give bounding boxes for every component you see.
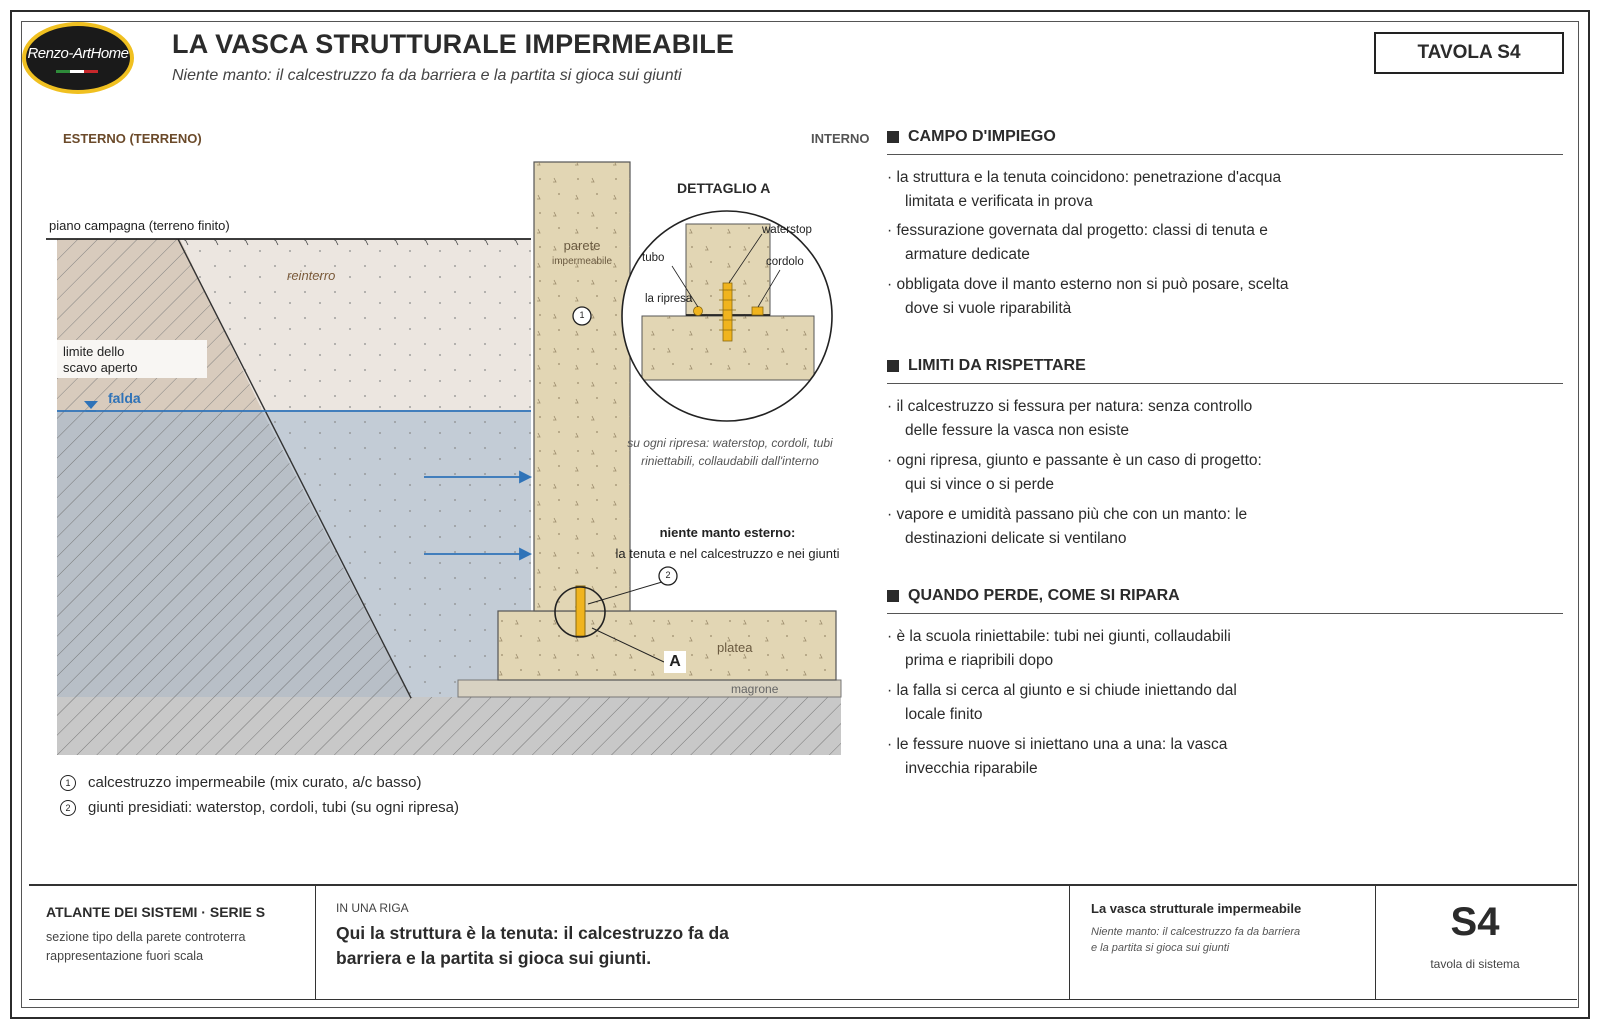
section-3-rule bbox=[887, 613, 1563, 614]
detail-a-title: DETTAGLIO A bbox=[677, 180, 771, 196]
label-cordolo: cordolo bbox=[766, 256, 804, 268]
section-2-heading: LIMITI DA RISPETTARE bbox=[908, 357, 1086, 374]
label-waterstop: waterstop bbox=[762, 224, 812, 236]
marker-1-label: 1 bbox=[579, 310, 585, 320]
section-3-square-icon bbox=[887, 590, 899, 602]
note-ripresa-line-2: riniettabili, collaudabili dall'interno bbox=[641, 454, 819, 468]
logo: Renzo-ArtHome bbox=[20, 20, 136, 96]
label-tubo: tubo bbox=[642, 252, 665, 264]
detail-a-callout-circle bbox=[554, 586, 606, 638]
ground-line bbox=[46, 238, 531, 246]
footer-divider-2 bbox=[1069, 885, 1070, 999]
footer-divider-3 bbox=[1375, 885, 1376, 999]
detail-a-letter: A bbox=[669, 653, 681, 670]
limite-line-1: limite dello bbox=[63, 344, 125, 359]
section-3-item-2: · la falla si cerca al giunto e si chiud… bbox=[887, 682, 1237, 723]
marker-2-icon bbox=[658, 566, 678, 586]
footer-divider-1 bbox=[315, 885, 316, 999]
note-manto: niente manto esterno: la tenuta e nel ca… bbox=[590, 522, 865, 564]
legend-marker-2-icon: 2 bbox=[60, 800, 76, 816]
section-1-item-1: · la struttura e la tenuta coincidono: p… bbox=[887, 169, 1282, 210]
footer-series: ATLANTE DEI SISTEMI · SERIE S bbox=[46, 904, 266, 920]
detail-tubo bbox=[693, 306, 703, 316]
parete-line-2: impermeabile bbox=[551, 256, 613, 267]
marker-1-icon bbox=[572, 306, 592, 326]
detail-cordolo bbox=[751, 306, 764, 316]
label-platea: platea bbox=[717, 640, 753, 655]
section-2-rule bbox=[887, 383, 1563, 384]
tavola-label: TAVOLA S4 bbox=[1374, 32, 1564, 74]
limite-line-2: scavo aperto bbox=[63, 360, 138, 375]
detail-a bbox=[621, 210, 833, 422]
footer-riga-text-2: barriera e la partita si gioca sui giunt… bbox=[336, 948, 652, 968]
label-limite-scavo: limite dello scavo aperto bbox=[57, 340, 207, 378]
parete-line-1: parete bbox=[563, 238, 601, 253]
section-2-square-icon bbox=[887, 360, 899, 372]
detail-waterstop bbox=[722, 282, 733, 342]
page-subtitle: Niente manto: il calcestruzzo fa da barr… bbox=[172, 67, 682, 84]
logo-badge-icon bbox=[22, 22, 134, 94]
note-manto-line-2: la tenuta e nel calcestruzzo e nei giunt… bbox=[615, 546, 840, 561]
footer-ref-sub-1: Niente manto: il calcestruzzo fa da barr… bbox=[1091, 926, 1301, 938]
legend-item-2: giunti presidiati: waterstop, cordoli, t… bbox=[88, 799, 460, 816]
section-3-heading: QUANDO PERDE, COME SI RIPARA bbox=[908, 587, 1180, 604]
section-diagram bbox=[46, 161, 842, 755]
water-table-icon bbox=[84, 401, 98, 409]
section-1-rule bbox=[887, 154, 1563, 155]
excavation-line bbox=[177, 238, 412, 699]
label-reinterro: reinterro bbox=[287, 268, 336, 283]
section-1-heading: CAMPO D'IMPIEGO bbox=[908, 128, 1056, 145]
label-esterno: ESTERNO (TERRENO) bbox=[63, 131, 202, 146]
footer-bottom-rule bbox=[29, 999, 1577, 1000]
section-3-item-3: · le fessure nuove si iniettano una a un… bbox=[887, 736, 1228, 777]
outer-frame bbox=[10, 10, 1590, 1019]
note-ripresa: su ogni ripresa: waterstop, cordoli, tub… bbox=[600, 434, 860, 470]
note-manto-line-1: niente manto esterno: bbox=[659, 525, 796, 540]
section-3-item-1: · è la scuola riniettabile: tubi nei giu… bbox=[887, 628, 1231, 669]
label-falda: falda bbox=[108, 390, 141, 406]
page-title: LA VASCA STRUTTURALE IMPERMEABILE bbox=[172, 29, 735, 59]
footer-code: S4 bbox=[1450, 900, 1500, 944]
label-interno: INTERNO bbox=[811, 131, 870, 146]
legend-item-1: calcestruzzo impermeabile (mix curato, a… bbox=[88, 774, 422, 791]
label-magrone: magrone bbox=[731, 682, 779, 696]
footer-ref-title: La vasca strutturale impermeabile bbox=[1091, 901, 1302, 916]
section-1-square-icon bbox=[887, 131, 899, 143]
footer-ref-sub-2: e la partita si gioca sui giunti bbox=[1091, 942, 1230, 954]
detail-a-leader bbox=[591, 627, 665, 663]
soil-layers bbox=[57, 239, 841, 755]
label-la-ripresa: la ripresa bbox=[645, 293, 693, 305]
footer-top-rule bbox=[29, 884, 1577, 886]
note-ripresa-line-1: su ogni ripresa: waterstop, cordoli, tub… bbox=[627, 436, 833, 450]
inner-frame bbox=[21, 21, 1579, 1008]
footer-series-note-1: sezione tipo della parete controterra bbox=[46, 930, 246, 944]
footer-riga-text-1: Qui la struttura è la tenuta: il calcest… bbox=[336, 923, 729, 943]
magrone-layer bbox=[457, 679, 842, 698]
section-2-item-1: · il calcestruzzo si fessura per natura:… bbox=[887, 398, 1253, 439]
marker-2-label: 2 bbox=[665, 570, 671, 580]
legend-marker-1-icon: 1 bbox=[60, 775, 76, 791]
section-2-item-2: · ogni ripresa, giunto e passante è un c… bbox=[887, 452, 1262, 493]
section-1-item-2: · fessurazione governata dal progetto: c… bbox=[887, 222, 1268, 263]
detail-a-tag bbox=[664, 651, 686, 673]
water-pressure-arrows bbox=[424, 470, 533, 561]
label-parete: parete impermeabile bbox=[534, 238, 630, 267]
waterstop-joint bbox=[575, 585, 586, 637]
footer-series-note-2: rappresentazione fuori scala bbox=[46, 949, 204, 963]
section-1-item-3: · obbligata dove il manto esterno non si… bbox=[887, 276, 1289, 317]
logo-text: Renzo-ArtHome bbox=[27, 45, 129, 62]
label-piano-campagna: piano campagna (terreno finito) bbox=[49, 218, 230, 233]
footer-code-label: tavola di sistema bbox=[1430, 957, 1520, 971]
section-2-item-3: · vapore e umidità passano più che con u… bbox=[887, 506, 1248, 547]
footer-riga-label: IN UNA RIGA bbox=[336, 901, 409, 915]
